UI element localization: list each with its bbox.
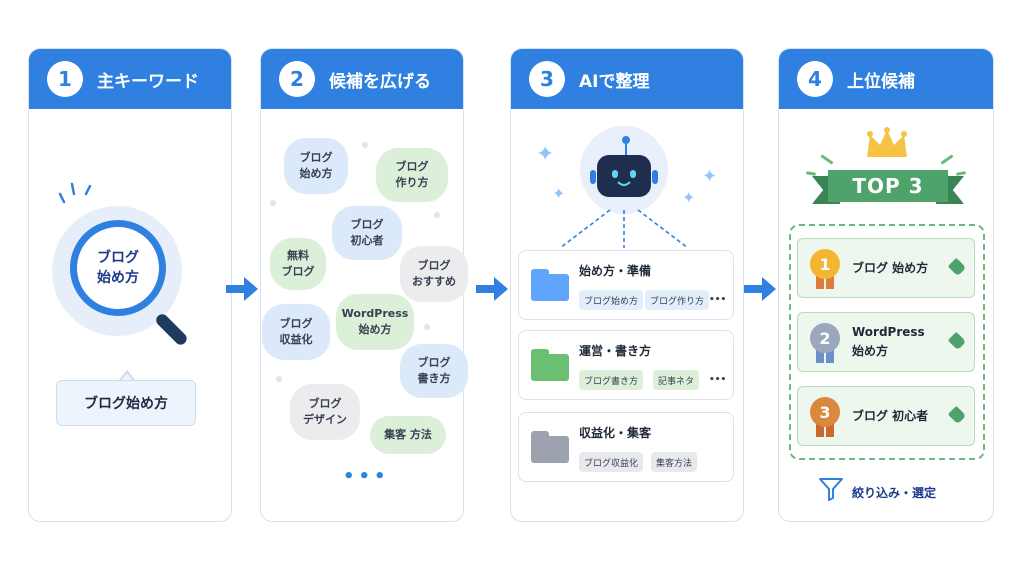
folder-icon	[531, 269, 569, 301]
keyword-chip: ブログ始め方	[579, 290, 644, 310]
step-header: 2 候補を広げる	[261, 49, 463, 109]
magnifier-icon: ブログ始め方	[52, 206, 232, 406]
highlight-rays-icon	[58, 182, 92, 204]
step-title: 上位候補	[847, 71, 915, 92]
keyword-bubble: ブログ作り方	[376, 148, 448, 202]
tag-icon	[947, 331, 967, 351]
rank-item: 1 ブログ 始め方	[797, 238, 975, 298]
step-number: 3	[529, 61, 565, 97]
keyword-chip: ブログ作り方	[645, 290, 710, 310]
keyword-bubble: 集客 方法	[370, 416, 446, 454]
arrow-right-icon	[476, 277, 508, 301]
step-number: 2	[279, 61, 315, 97]
sparkle-icon: ✦	[702, 166, 718, 187]
crown-icon	[867, 127, 907, 157]
keyword-bubble: 無料ブログ	[270, 238, 326, 290]
top-candidates-frame	[789, 224, 985, 460]
keyword-bubble: ブログデザイン	[290, 384, 360, 440]
lens-line-2: 始め方	[97, 270, 139, 286]
filter-label: 絞り込み・選定	[852, 486, 937, 500]
rank-label: ブログ 始め方	[852, 261, 929, 275]
step-header: 1 主キーワード	[29, 49, 231, 109]
keyword-callout: ブログ始め方	[56, 380, 196, 426]
arrow-right-icon	[226, 277, 258, 301]
keyword-bubble: ブログおすすめ	[400, 246, 468, 302]
step-title: AIで整理	[579, 71, 650, 92]
keyword-chip: 集客方法	[651, 452, 698, 472]
step-number: 4	[797, 61, 833, 97]
lens-line-1: ブログ	[97, 249, 139, 266]
more-indicator: •••	[343, 466, 390, 487]
group-title: 始め方・準備	[579, 264, 652, 278]
sparkle-icon: ✦	[682, 188, 696, 207]
lens-keyword: ブログ始め方	[70, 220, 166, 316]
category-group: 収益化・集客 ブログ収益化 集客方法	[518, 412, 734, 482]
tag-icon	[947, 405, 967, 425]
category-group: 始め方・準備 ブログ始め方 ブログ作り方 •••	[518, 250, 734, 320]
medal-icon: 3	[810, 397, 840, 427]
group-title: 運営・書き方	[579, 344, 652, 358]
medal-icon: 1	[810, 249, 840, 279]
rank-label: ブログ 初心者	[852, 409, 929, 423]
keyword-bubble: ブログ書き方	[400, 344, 468, 398]
rank-item: 3 ブログ 初心者	[797, 386, 975, 446]
more-indicator: •••	[709, 295, 727, 305]
group-title: 収益化・集客	[579, 426, 652, 440]
medal-icon: 2	[810, 323, 840, 353]
keyword-chip: ブログ書き方	[579, 370, 644, 390]
sparkle-icon: ✦	[552, 184, 566, 203]
step-number: 1	[47, 61, 83, 97]
top3-ribbon: TOP 3	[808, 170, 968, 206]
sparkle-icon: ✦	[536, 142, 555, 167]
arrow-right-icon	[744, 277, 776, 301]
connector-lines	[559, 209, 689, 249]
folder-icon	[531, 431, 569, 463]
keyword-chip: ブログ収益化	[579, 452, 644, 472]
keyword-bubble: ブログ収益化	[262, 304, 330, 360]
category-group: 運営・書き方 ブログ書き方 記事ネタ •••	[518, 330, 734, 400]
folder-icon	[531, 349, 569, 381]
step-header: 4 上位候補	[779, 49, 993, 109]
keyword-chip: 記事ネタ	[653, 370, 700, 390]
keyword-bubble: ブログ始め方	[284, 138, 348, 194]
more-indicator: •••	[709, 375, 727, 385]
tag-icon	[947, 257, 967, 277]
step-header: 3 AIで整理	[511, 49, 743, 109]
keyword-bubble: ブログ初心者	[332, 206, 402, 260]
top3-badge: TOP 3	[828, 170, 948, 202]
step-title: 主キーワード	[97, 71, 199, 92]
step-title: 候補を広げる	[329, 71, 431, 92]
filter-icon	[819, 478, 843, 501]
